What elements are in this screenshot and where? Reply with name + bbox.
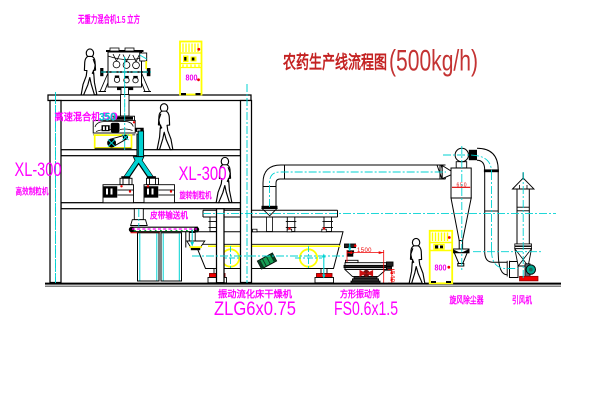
- svg-text:XL-300: XL-300: [15, 160, 62, 181]
- svg-text:高速混合机: 高速混合机: [55, 111, 101, 124]
- svg-text:引风机: 引风机: [512, 295, 532, 307]
- svg-text:1500: 1500: [357, 248, 372, 254]
- svg-text:800: 800: [435, 263, 447, 273]
- svg-text:旋风除尘器: 旋风除尘器: [449, 295, 484, 307]
- svg-text:ZLG6x0.75: ZLG6x0.75: [214, 299, 296, 320]
- svg-text:无重力混合机1.5 立方: 无重力混合机1.5 立方: [77, 13, 140, 26]
- svg-text:振动流化床干燥机: 振动流化床干燥机: [218, 289, 292, 301]
- svg-text:方形振动筛: 方形振动筛: [340, 289, 380, 301]
- svg-text:540: 540: [389, 271, 395, 283]
- svg-text:(500kg/h): (500kg/h): [389, 45, 478, 78]
- svg-text:350: 350: [99, 112, 116, 124]
- svg-text:800: 800: [186, 73, 198, 83]
- svg-text:旋转制粒机: 旋转制粒机: [179, 190, 212, 201]
- svg-text:高效制粒机: 高效制粒机: [16, 186, 49, 197]
- svg-text:FS0.6x1.5: FS0.6x1.5: [334, 299, 398, 320]
- svg-text:50: 50: [102, 111, 118, 123]
- svg-text:XL-300: XL-300: [179, 164, 227, 185]
- svg-text:农药生产线流程图: 农药生产线流程图: [282, 52, 387, 73]
- svg-text:皮带输送机: 皮带输送机: [149, 210, 188, 221]
